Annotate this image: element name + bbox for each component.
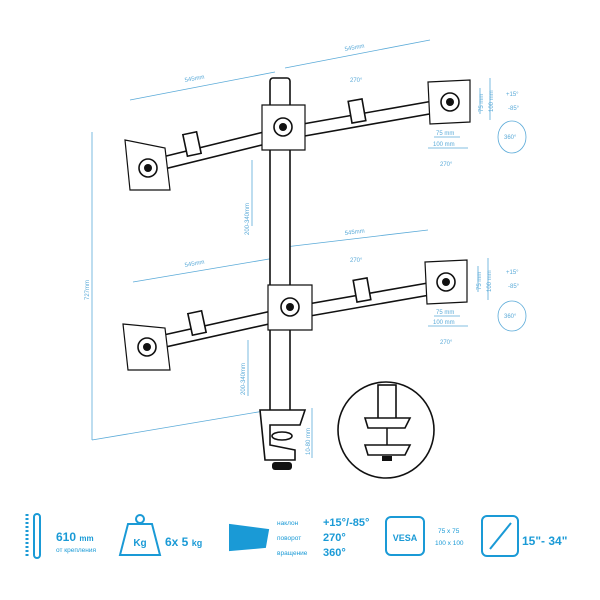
weight-unit: kg (192, 538, 203, 548)
lower-pole-spacing-label: 200-340mm (241, 363, 247, 395)
rotation-label-bottom: 360° (504, 314, 517, 320)
vesa-plate-top-right (427, 79, 471, 125)
tilt-down-label-top: -85° (508, 106, 520, 112)
spec-height: 610 mm от крепления (25, 513, 96, 559)
rotation-value: 360° (323, 547, 346, 559)
rotation-caption: вращение (277, 550, 308, 557)
vesa-small-vert-label-top: 75 mm (479, 94, 485, 112)
vesa-plate-bottom-left (122, 323, 171, 371)
vesa-large-vert-label-bottom: 100 mm (487, 270, 493, 292)
weight-icon-label: Kg (133, 538, 146, 549)
height-caption: от крепления (56, 547, 96, 554)
spec-vesa: VESA 75 x 75 100 x 100 (385, 516, 464, 556)
monitor-rotation-icon (229, 523, 270, 552)
rotation-label-top: 360° (504, 135, 517, 141)
tilt-down-label-bottom: -85° (508, 284, 520, 290)
tilt-caption: наклон (277, 520, 299, 527)
swivel-label-top-right: 270° (440, 162, 453, 168)
swivel-label-bottom-center: 270° (350, 258, 363, 264)
upper-pole-spacing-label: 200-340mm (245, 203, 251, 235)
pole-icon (33, 513, 41, 559)
vesa-plate-bottom-center (267, 284, 313, 331)
vesa-large-label-bottom: 100 mm (433, 320, 455, 326)
svg-text:6x 5 kg: 6x 5 kg (165, 535, 202, 549)
total-height-label: 727mm (85, 280, 91, 300)
svg-text:610 mm: 610 mm (56, 530, 94, 544)
vesa-icon (385, 516, 425, 556)
diagonal-icon (481, 515, 519, 557)
top-right-span-label: 545mm (344, 44, 365, 53)
spec-screen-size: 15"- 34" (481, 515, 567, 557)
swivel-label-bottom-right: 270° (440, 340, 453, 346)
bottom-left-span-label: 545mm (184, 260, 205, 269)
vesa-size-2: 100 x 100 (435, 540, 464, 547)
tilt-up-label-top: +15° (506, 92, 519, 98)
weight-value: 6x 5 (165, 535, 189, 549)
vesa-size-1: 75 x 75 (438, 528, 460, 535)
vesa-icon-label: VESA (393, 533, 418, 543)
tilt-value: +15°/-85° (323, 517, 369, 529)
height-unit: mm (79, 534, 93, 543)
vesa-plate-top-left (124, 139, 171, 191)
vesa-large-label-top: 100 mm (433, 142, 455, 148)
spec-weight: Kg 6x 5 kg (118, 514, 202, 556)
screen-size: 15"- 34" (522, 534, 567, 548)
monitor-mount-drawing (122, 77, 471, 479)
bottom-right-span-label: 545mm (345, 229, 366, 237)
spec-adjustment: наклон +15°/-85° поворот 270° вращение 3… (229, 517, 369, 559)
swivel-label-top-center: 270° (350, 78, 363, 84)
weight-icon (118, 523, 162, 556)
clamp-range-label: 10-80 mm (306, 428, 312, 455)
swivel-caption: поворот (277, 535, 301, 542)
vesa-plate-bottom-right (424, 259, 468, 305)
top-left-span-label: 545mm (184, 75, 205, 84)
swivel-value: 270° (323, 532, 346, 544)
vesa-small-vert-label-bottom: 75 mm (477, 272, 483, 290)
vesa-small-label-bottom: 75 mm (436, 310, 454, 316)
tilt-up-label-bottom: +15° (506, 270, 519, 276)
vesa-small-label-top: 75 mm (436, 131, 454, 137)
vesa-plate-top-center (261, 104, 306, 151)
height-value: 610 (56, 530, 76, 544)
vesa-large-vert-label-top: 100 mm (489, 90, 495, 112)
